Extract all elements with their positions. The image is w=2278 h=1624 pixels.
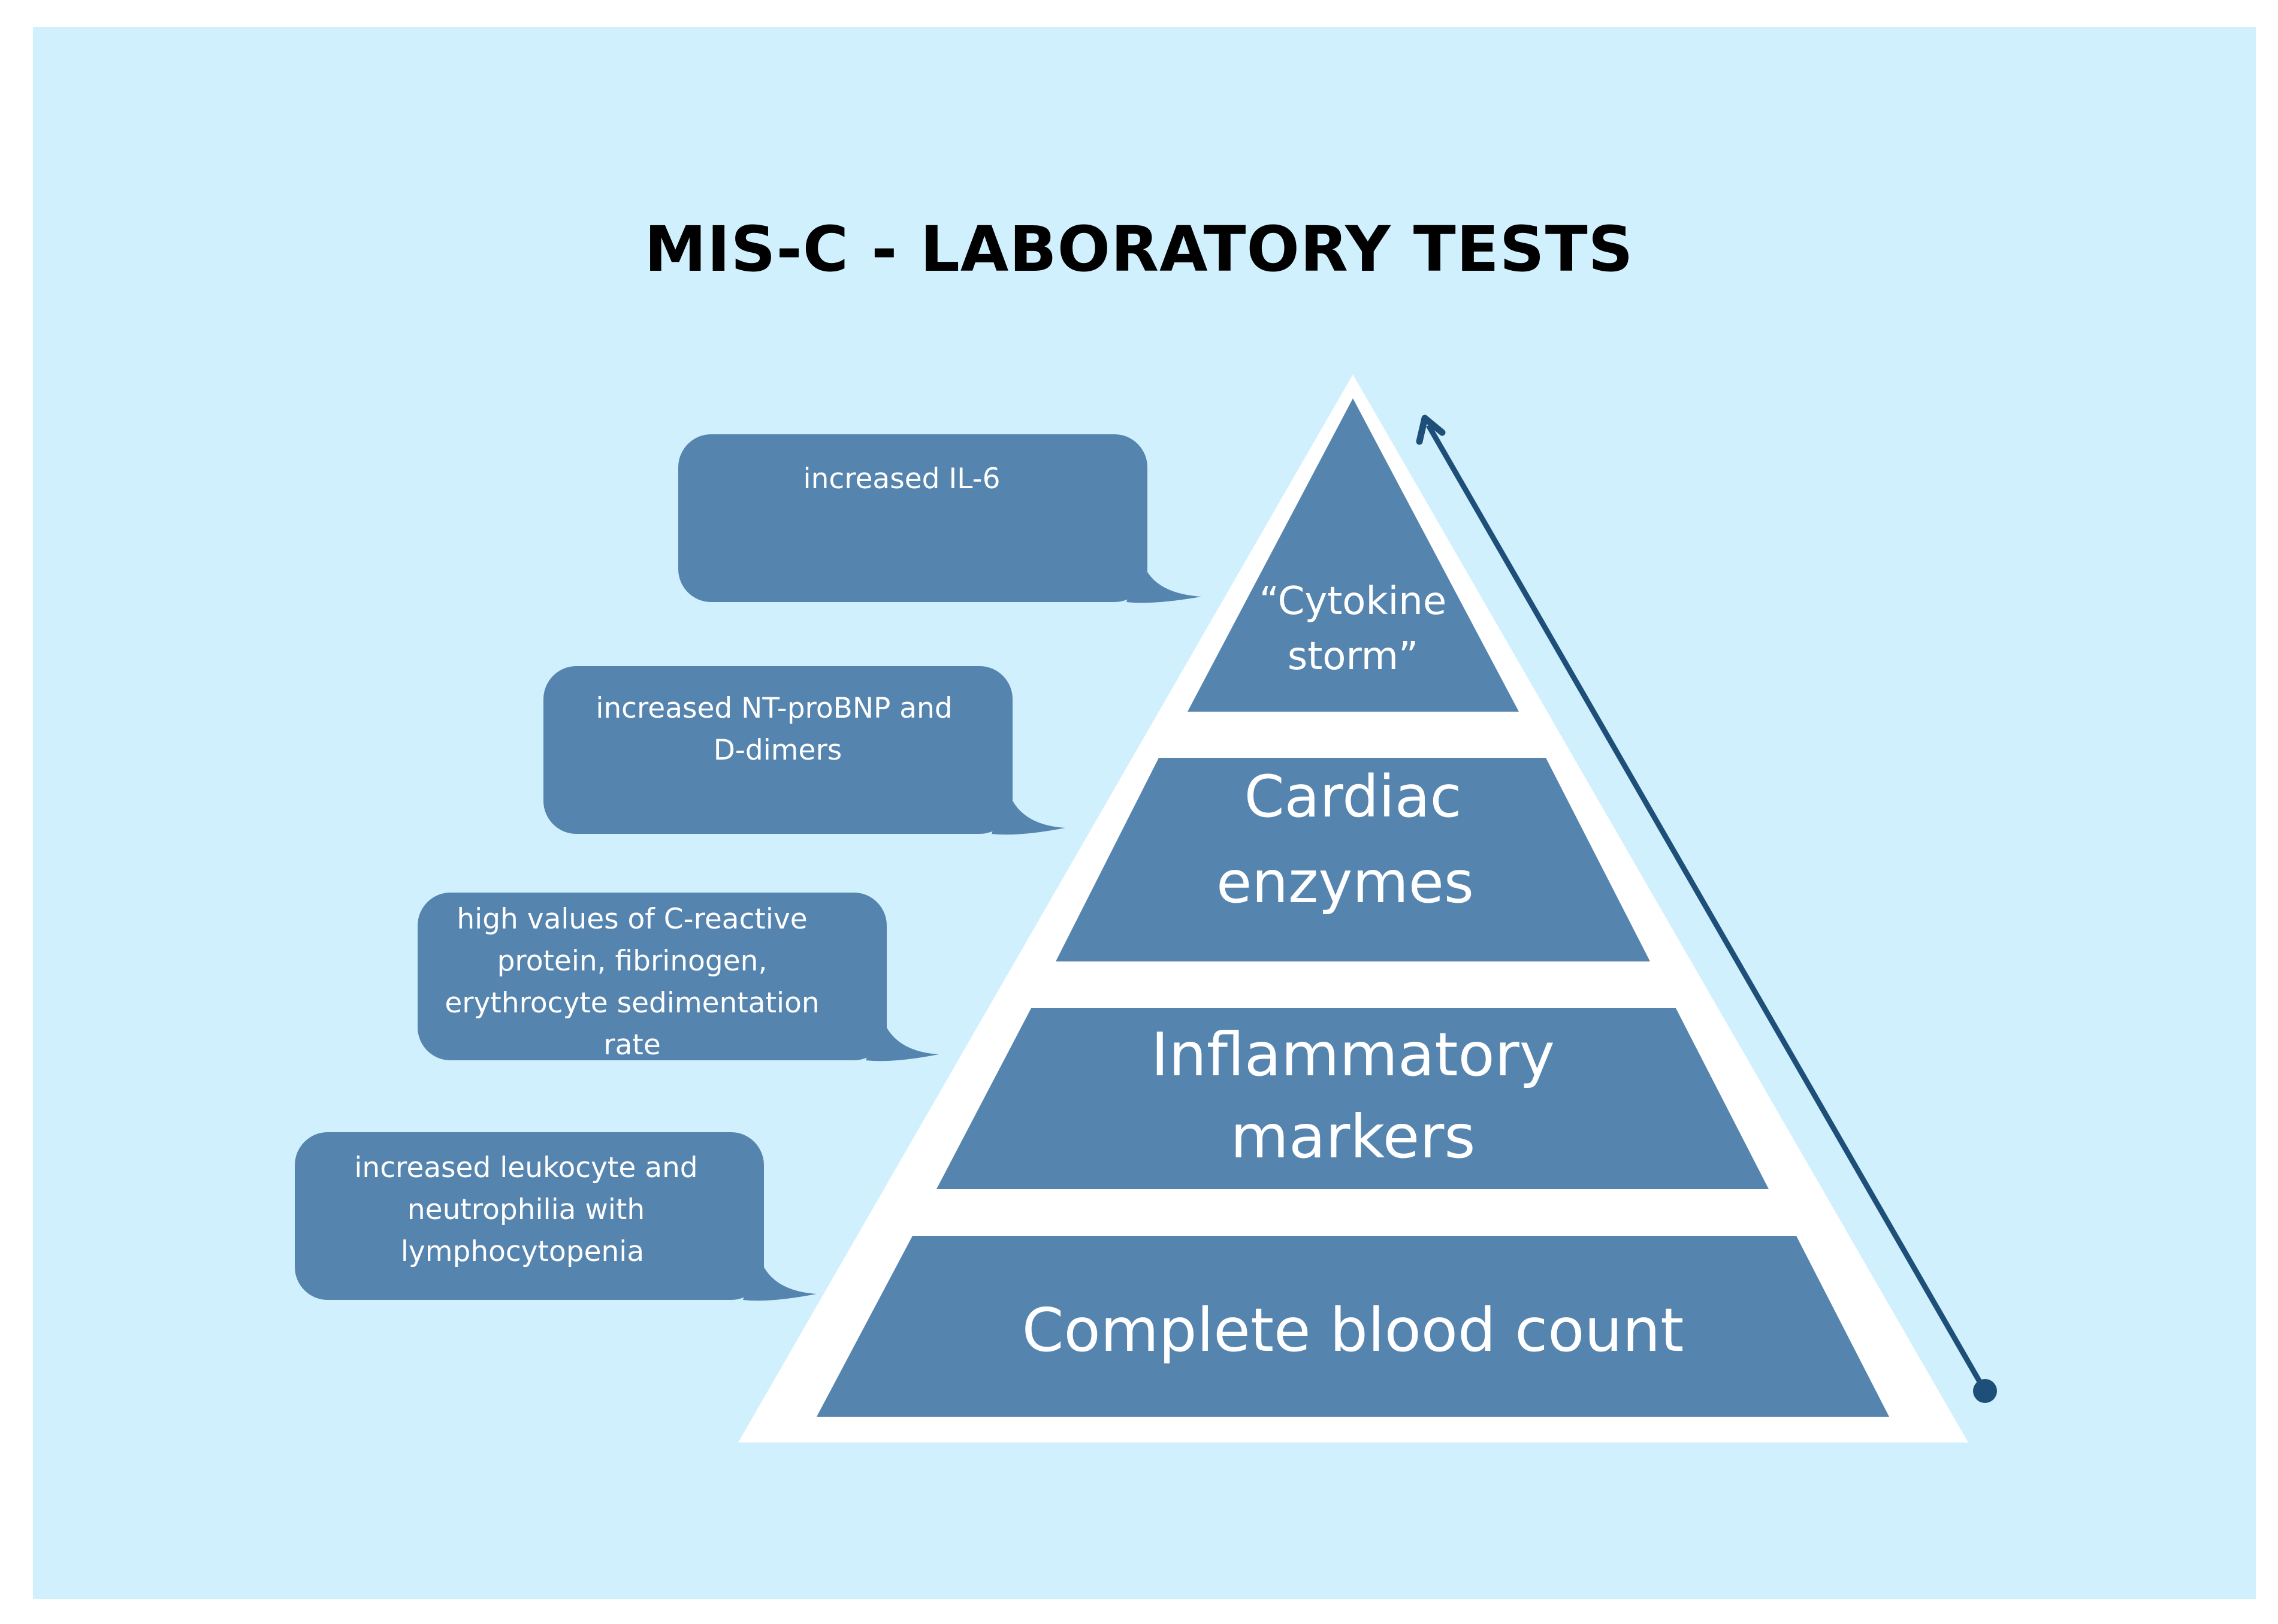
bubble-inflammatory-text-4: rate (603, 1029, 660, 1062)
bubble-cardiac-tail (992, 790, 1065, 835)
tier-label-cardiac-2: enzymes (1216, 849, 1474, 916)
tier-cardiac-enzymes (1056, 758, 1650, 961)
tier-complete-blood-count (817, 1236, 1889, 1417)
bubble-blood-count-body (295, 1132, 764, 1300)
bubble-inflammatory-tail (866, 1017, 939, 1062)
arrow-line (1426, 424, 1987, 1393)
bubble-cardiac-text-2: D-dimers (714, 734, 842, 767)
bubble-blood-count-tail (743, 1256, 817, 1301)
bubble-cytokine-text-1: increased IL-6 (803, 462, 1001, 495)
bubble-blood-count-text-1: increased leukocyte and (354, 1151, 697, 1184)
arrow-start-dot (1973, 1379, 1997, 1403)
bubble-cytokine-body (678, 434, 1147, 602)
bubble-inflammatory: high values of C-reactive protein, fibri… (418, 893, 939, 1062)
bubble-cytokine-tail (1126, 557, 1201, 603)
tier-label-inflammatory-2: markers (1231, 1102, 1476, 1172)
tier-label-complete-blood-count: Complete blood count (1022, 1295, 1684, 1365)
tier-cytokine-storm (1188, 398, 1519, 712)
tier-label-cytokine-1: “Cytokine (1259, 579, 1446, 624)
bubble-inflammatory-text-2: protein, fibrinogen, (497, 945, 768, 978)
arrow-head-icon (1416, 415, 1446, 445)
bubble-blood-count-text-2: neutrophilia with (407, 1193, 645, 1226)
tier-label-inflammatory-1: Inflammatory (1151, 1020, 1555, 1090)
bubble-inflammatory-text-3: erythrocyte sedimentation (445, 987, 819, 1020)
bubble-cardiac-body (543, 666, 1013, 834)
bubble-inflammatory-body (418, 893, 887, 1060)
bubble-cardiac: increased NT-proBNP and D-dimers (543, 666, 1065, 835)
tier-label-cytokine-2: storm” (1288, 634, 1418, 679)
bubble-blood-count: increased leukocyte and neutrophilia wit… (295, 1132, 817, 1301)
bubble-cardiac-text-1: increased NT-proBNP and (596, 692, 952, 725)
bubble-inflammatory-text-1: high values of C-reactive (457, 903, 807, 936)
tier-label-cardiac-1: Cardiac (1244, 763, 1462, 830)
tier-inflammatory-markers (936, 1008, 1769, 1189)
bubble-blood-count-text-3: lymphocytopenia (401, 1235, 644, 1268)
page-title: MIS-C - LABORATORY TESTS (644, 213, 1634, 286)
bubble-cytokine: increased IL-6 (678, 434, 1201, 603)
